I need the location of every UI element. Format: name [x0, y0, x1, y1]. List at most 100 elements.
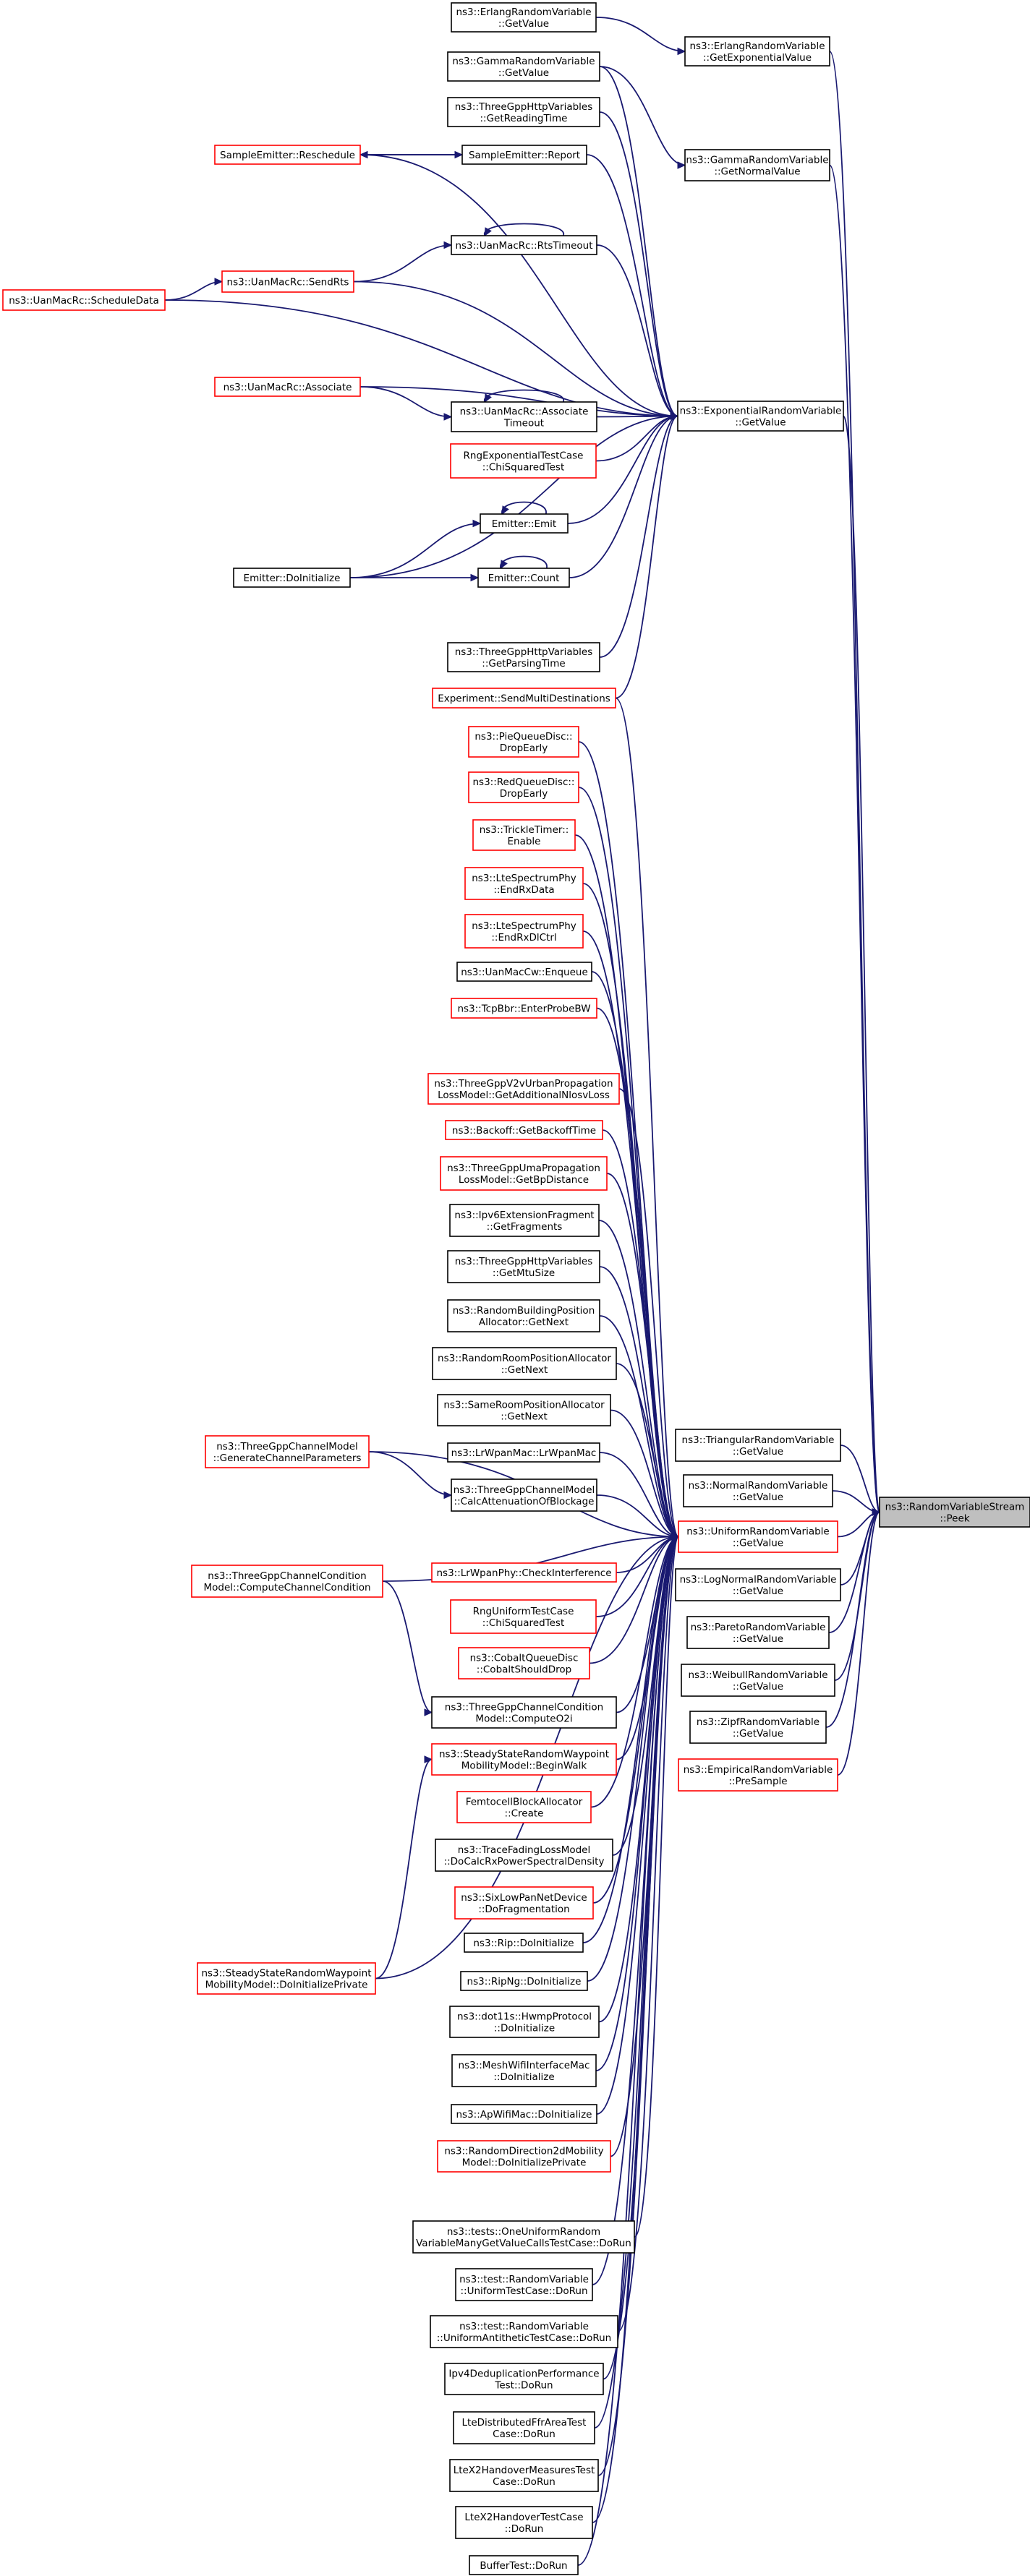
node-uma-bpdistance[interactable]: ns3::ThreeGppUmaPropagationLossModel::Ge…: [440, 1156, 608, 1191]
node-sameroom-getnext[interactable]: ns3::SameRoomPositionAllocator::GetNext: [437, 1394, 611, 1426]
node-uan-rtstimeout[interactable]: ns3::UanMacRc::RtsTimeout: [451, 235, 597, 255]
node-v2v-nlosv[interactable]: ns3::ThreeGppV2vUrbanPropagationLossMode…: [427, 1073, 620, 1105]
node-lrwpanmac[interactable]: ns3::LrWpanMac::LrWpanMac: [447, 1442, 600, 1463]
node-gamma-getvalue[interactable]: ns3::GammaRandomVariable::GetValue: [447, 51, 600, 82]
node-randdir2d-doinit[interactable]: ns3::RandomDirection2dMobilityModel::DoI…: [437, 2140, 611, 2173]
call-edge-empirical_presample-to-peek: [837, 1508, 881, 1776]
node-compute-o2i[interactable]: ns3::ThreeGppChannelConditionModel::Comp…: [431, 1696, 617, 1729]
node-pie-dropearly[interactable]: ns3::PieQueueDisc::DropEarly: [468, 726, 579, 758]
node-test-uniform-dorun[interactable]: ns3::test::RandomVariable::UniformTestCa…: [455, 2268, 593, 2301]
node-uan-associate[interactable]: ns3::UanMacRc::Associate: [214, 377, 361, 397]
node-normal-getvalue[interactable]: ns3::NormalRandomVariable::GetValue: [683, 1474, 833, 1507]
node-label-line: BufferTest::DoRun: [480, 2560, 567, 2572]
node-label-line: ::GetParsingTime: [482, 658, 565, 669]
node-lrwpanphy-cca[interactable]: ns3::LrWpanPhy::CheckInterference: [431, 1562, 617, 1583]
node-red-dropearly[interactable]: ns3::RedQueueDisc::DropEarly: [468, 771, 579, 803]
node-steady-beginwalk[interactable]: ns3::SteadyStateRandomWaypointMobilityMo…: [431, 1743, 617, 1776]
node-ripng-doinit[interactable]: ns3::RipNg::DoInitialize: [460, 1971, 588, 1991]
node-box: [444, 2363, 604, 2395]
node-box: [449, 1204, 600, 1237]
node-emitter-emit[interactable]: Emitter::Emit: [480, 513, 569, 534]
node-apwifimac-doinit[interactable]: ns3::ApWifiMac::DoInitialize: [451, 2104, 597, 2124]
node-triangular-getvalue[interactable]: ns3::TriangularRandomVariable::GetValue: [675, 1429, 841, 1462]
node-label-line: ::GetValue: [733, 1681, 783, 1693]
call-edge-uan_rtstimeout-to-uan_rtstimeout: [484, 223, 564, 237]
node-box: [678, 1758, 838, 1792]
node-trickle-enable[interactable]: ns3::TrickleTimer::Enable: [472, 819, 576, 851]
node-dot11s-hwmp[interactable]: ns3::dot11s::HwmpProtocol::DoInitialize: [449, 2006, 600, 2038]
node-uniform-getvalue[interactable]: ns3::UniformRandomVariable::GetValue: [678, 1520, 838, 1553]
node-calc-blockage[interactable]: ns3::ThreeGppChannelModel::CalcAttenuati…: [451, 1479, 597, 1512]
node-uancw-enqueue[interactable]: ns3::UanMacCw::Enqueue: [456, 962, 592, 982]
node-sample-reschedule[interactable]: SampleEmitter::Reschedule: [214, 145, 361, 165]
node-gamma-getnormal[interactable]: ns3::GammaRandomVariable::GetNormalValue: [684, 149, 830, 181]
node-rip-doinit[interactable]: ns3::Rip::DoInitialize: [464, 1933, 584, 1953]
node-emitter-count[interactable]: Emitter::Count: [477, 568, 570, 588]
node-building-getnext[interactable]: ns3::RandomBuildingPositionAllocator::Ge…: [447, 1299, 600, 1332]
node-test-uniform-anti[interactable]: ns3::test::RandomVariable::UniformAntith…: [430, 2315, 618, 2348]
node-cobalt-shoulddrop[interactable]: ns3::CobaltQueueDisc::CobaltShouldDrop: [458, 1647, 590, 1679]
node-box: [468, 771, 579, 803]
node-label-line: ns3::LteSpectrumPhy: [472, 873, 576, 884]
node-erlang-getexp[interactable]: ns3::ErlangRandomVariable::GetExponentia…: [684, 36, 830, 67]
node-label-line: ns3::RipNg::DoInitialize: [467, 1976, 582, 1987]
node-buffertest[interactable]: BufferTest::DoRun: [469, 2555, 579, 2575]
node-tests-oneuniform[interactable]: ns3::tests::OneUniformRandomVariableMany…: [412, 2220, 635, 2254]
node-tracefading[interactable]: ns3::TraceFadingLossModel::DoCalcRxPower…: [435, 1839, 613, 1872]
node-compute-channel-cond[interactable]: ns3::ThreeGppChannelConditionModel::Comp…: [191, 1565, 383, 1598]
node-emitter-doinit[interactable]: Emitter::DoInitialize: [233, 568, 351, 588]
node-room-getnext[interactable]: ns3::RandomRoomPositionAllocator::GetNex…: [432, 1347, 617, 1380]
node-http-parsingtime[interactable]: ns3::ThreeGppHttpVariables::GetParsingTi…: [447, 642, 600, 672]
node-box: [197, 1962, 376, 1995]
node-empirical-presample[interactable]: ns3::EmpiricalRandomVariable::PreSample: [678, 1758, 838, 1792]
node-uan-sendrts[interactable]: ns3::UanMacRc::SendRts: [221, 270, 354, 293]
node-label-line: ns3::UanMacCw::Enqueue: [461, 967, 588, 978]
node-box: [684, 149, 830, 181]
node-sixlowpan-frag[interactable]: ns3::SixLowPanNetDevice::DoFragmentation: [454, 1886, 594, 1920]
node-label-line: ns3::SteadyStateRandomWaypoint: [201, 1968, 371, 1980]
node-rng-uniform-chisq[interactable]: RngUniformTestCase::ChiSquaredTest: [450, 1599, 597, 1634]
node-label-line: ns3::ThreeGppHttpVariables: [455, 101, 593, 113]
node-label-line: ns3::LogNormalRandomVariable: [680, 1574, 837, 1586]
node-http-readingtime[interactable]: ns3::ThreeGppHttpVariables::GetReadingTi…: [447, 97, 600, 127]
node-erlang-getvalue[interactable]: ns3::ErlangRandomVariable::GetValue: [451, 2, 597, 33]
node-ltex2-handover[interactable]: LteX2HandoverTestCase::DoRun: [455, 2506, 593, 2539]
node-zipf-getvalue[interactable]: ns3::ZipfRandomVariable::GetValue: [689, 1711, 827, 1744]
node-uan-scheduledata[interactable]: ns3::UanMacRc::ScheduleData: [2, 289, 166, 311]
node-box: [205, 1435, 370, 1468]
node-steady-doinitprivate[interactable]: ns3::SteadyStateRandomWaypointMobilityMo…: [197, 1962, 376, 1995]
node-label-line: ::GetReadingTime: [480, 113, 568, 124]
node-lte-endrxdata[interactable]: ns3::LteSpectrumPhy::EndRxData: [464, 867, 584, 900]
node-ipv6-getfragments[interactable]: ns3::Ipv6ExtensionFragment::GetFragments: [449, 1204, 600, 1237]
node-http-mtusize[interactable]: ns3::ThreeGppHttpVariables::GetMtuSize: [447, 1250, 600, 1283]
node-label-line: Ipv4DeduplicationPerformance: [448, 2369, 599, 2380]
node-weibull-getvalue[interactable]: ns3::WeibullRandomVariable::GetValue: [681, 1664, 835, 1697]
node-femtocell-create[interactable]: FemtocellBlockAllocator::Create: [456, 1791, 592, 1823]
node-pareto-getvalue[interactable]: ns3::ParetoRandomVariable::GetValue: [686, 1616, 830, 1649]
node-label-line: ns3::UanMacRc::RtsTimeout: [455, 240, 592, 252]
node-box: [451, 2054, 597, 2087]
node-rng-exp-chisq[interactable]: RngExponentialTestCase::ChiSquaredTest: [450, 443, 597, 479]
node-sample-report[interactable]: SampleEmitter::Report: [461, 145, 587, 165]
node-box: [681, 1664, 835, 1697]
node-lte-endrxdlctrl[interactable]: ns3::LteSpectrumPhy::EndRxDlCtrl: [464, 914, 584, 949]
node-peek[interactable]: ns3::RandomVariableStream::Peek: [879, 1497, 1030, 1528]
node-gen-channel-params[interactable]: ns3::ThreeGppChannelModel::GenerateChann…: [205, 1435, 370, 1468]
node-box: [677, 401, 844, 432]
node-exp-sendmulti[interactable]: Experiment::SendMultiDestinations: [432, 688, 616, 709]
node-meshwifi-doinit[interactable]: ns3::MeshWifiInterfaceMac::DoInitialize: [451, 2054, 597, 2087]
node-lognormal-getvalue[interactable]: ns3::LogNormalRandomVariable::GetValue: [675, 1568, 841, 1601]
node-exp-getvalue[interactable]: ns3::ExponentialRandomVariable::GetValue: [677, 401, 844, 432]
node-label-line: ::UniformAntitheticTestCase::DoRun: [437, 2332, 611, 2344]
node-label-line: ns3::TrickleTimer::: [480, 824, 569, 836]
call-edge-uan_sendrts-to-uan_rtstimeout: [353, 241, 453, 283]
node-label-line: ::ChiSquaredTest: [482, 1617, 565, 1629]
node-backoff-time[interactable]: ns3::Backoff::GetBackoffTime: [445, 1120, 603, 1140]
node-label-line: RngUniformTestCase: [473, 1606, 574, 1617]
node-tcpbbr-probebw[interactable]: ns3::TcpBbr::EnterProbeBW: [451, 998, 597, 1019]
call-edge-exp_sendmulti-to-exp_getvalue: [615, 412, 679, 699]
